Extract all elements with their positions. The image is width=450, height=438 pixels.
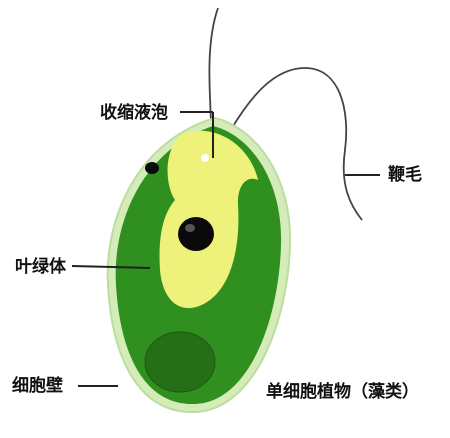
contractile-vacuole-dot-icon bbox=[201, 154, 209, 162]
pyrenoid-patch bbox=[145, 332, 215, 392]
eyespot-dot-icon bbox=[145, 162, 159, 174]
label-contractile-vacuole: 收缩液泡 bbox=[100, 103, 168, 123]
label-flagellum: 鞭毛 bbox=[388, 165, 422, 185]
label-cell-wall: 细胞壁 bbox=[12, 376, 63, 396]
nucleus-dot-icon bbox=[178, 217, 214, 251]
nucleus-highlight bbox=[185, 224, 195, 232]
caption: 单细胞植物（藻类） bbox=[266, 382, 419, 402]
label-chloroplast: 叶绿体 bbox=[15, 257, 66, 277]
